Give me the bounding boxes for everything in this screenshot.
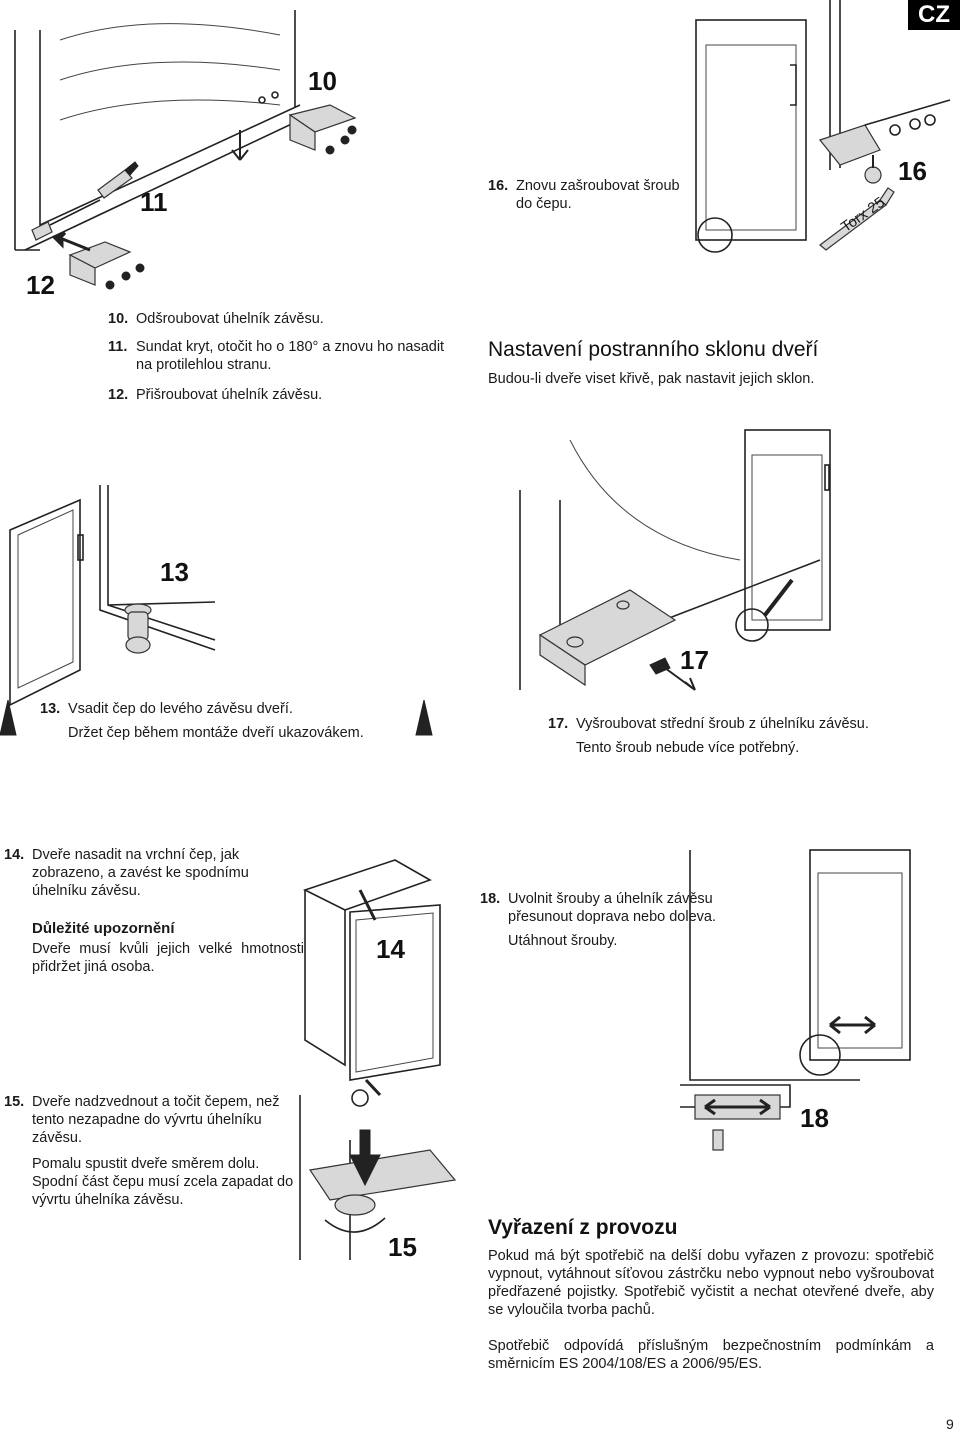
figure-number-14: 14: [376, 934, 405, 964]
figure-number-13: 13: [160, 557, 189, 587]
step-text-2: Pomalu spustit dveře směrem dolu. Spodní…: [32, 1156, 294, 1208]
step-number: 12.: [108, 387, 129, 403]
decommission-heading: Vyřazení z provozu: [488, 1216, 678, 1239]
step-text: Dveře nadzvednout a točit čepem, než ten…: [32, 1094, 280, 1146]
step-10: 10. Odšroubovat úhelník závěsu.: [108, 310, 448, 328]
step-17: 17. Vyšroubovat střední šroub z úhelníku…: [548, 715, 928, 757]
figure-10-11-12: [14, 10, 357, 290]
step-number: 17.: [548, 716, 569, 732]
step-text: Znovu zašroubovat šroub do čepu.: [516, 178, 680, 212]
step-number: 10.: [108, 311, 129, 327]
step-text: Uvolnit šrouby a úhelník závěsu přesunou…: [508, 891, 716, 925]
figure-14-15: [299, 859, 457, 1260]
step-18: 18. Uvolnit šrouby a úhelník závěsu přes…: [480, 890, 780, 950]
figure-13: [0, 485, 433, 736]
step-text: Vyšroubovat střední šroub z úhelníku záv…: [576, 716, 869, 732]
figure-number-18: 18: [800, 1103, 829, 1133]
figure-number-17: 17: [680, 645, 709, 675]
figure-number-11: 11: [140, 187, 168, 217]
figure-number-12: 12: [26, 270, 55, 300]
warning-text: Dveře musí kvůli jejich velké hmotnosti …: [32, 941, 304, 975]
figure-18: [680, 849, 911, 1151]
step-12: 12. Přišroubovat úhelník závěsu.: [108, 386, 448, 404]
figure-number-16: 16: [898, 156, 927, 186]
step-text-2: Tento šroub nebude více potřebný.: [576, 740, 800, 756]
decommission-text-2: Spotřebič odpovídá příslušným bezpečnost…: [488, 1338, 934, 1372]
step-14: 14. Dveře nasadit na vrchní čep, jak zob…: [4, 846, 294, 900]
step-16: 16. Znovu zašroubovat šroub do čepu.: [488, 177, 698, 213]
step-11: 11. Sundat kryt, otočit ho o 180° a znov…: [108, 338, 453, 374]
figure-number-15: 15: [388, 1232, 417, 1262]
step-text: Sundat kryt, otočit ho o 180° a znovu ho…: [136, 339, 445, 373]
step-text: Přišroubovat úhelník závěsu.: [136, 387, 323, 403]
language-tab: CZ: [908, 0, 960, 30]
step-number: 15.: [4, 1094, 25, 1110]
warning-title: Důležité upozornění: [32, 920, 175, 937]
step-15: 15. Dveře nadzvednout a točit čepem, než…: [4, 1093, 294, 1209]
step-text: Odšroubovat úhelník závěsu.: [136, 311, 324, 327]
step-13: 13. Vsadit čep do levého závěsu dveří. D…: [40, 700, 420, 742]
step-number: 11.: [108, 339, 128, 355]
figure-number-10: 10: [308, 66, 337, 96]
step-number: 16.: [488, 178, 509, 194]
door-tilt-heading: Nastavení postranního sklonu dveří: [488, 338, 819, 361]
decommission-text-1: Pokud má být spotřebič na delší dobu vyř…: [488, 1248, 934, 1318]
step-text: Dveře nasadit na vrchní čep, jak zobraze…: [32, 847, 249, 899]
step-text: Vsadit čep do levého závěsu dveří.: [68, 701, 293, 717]
page-number: 9: [946, 1416, 954, 1432]
step-number: 18.: [480, 891, 501, 907]
figure-17: [519, 429, 831, 691]
step-text-2: Držet čep během montáže dveří ukazovákem…: [68, 725, 364, 741]
figure-16: [695, 0, 951, 253]
step-text-2: Utáhnout šrouby.: [508, 933, 618, 949]
door-tilt-subtitle: Budou-li dveře viset křivě, pak nastavit…: [488, 371, 815, 387]
step-number: 14.: [4, 847, 25, 863]
step-number: 13.: [40, 701, 61, 717]
